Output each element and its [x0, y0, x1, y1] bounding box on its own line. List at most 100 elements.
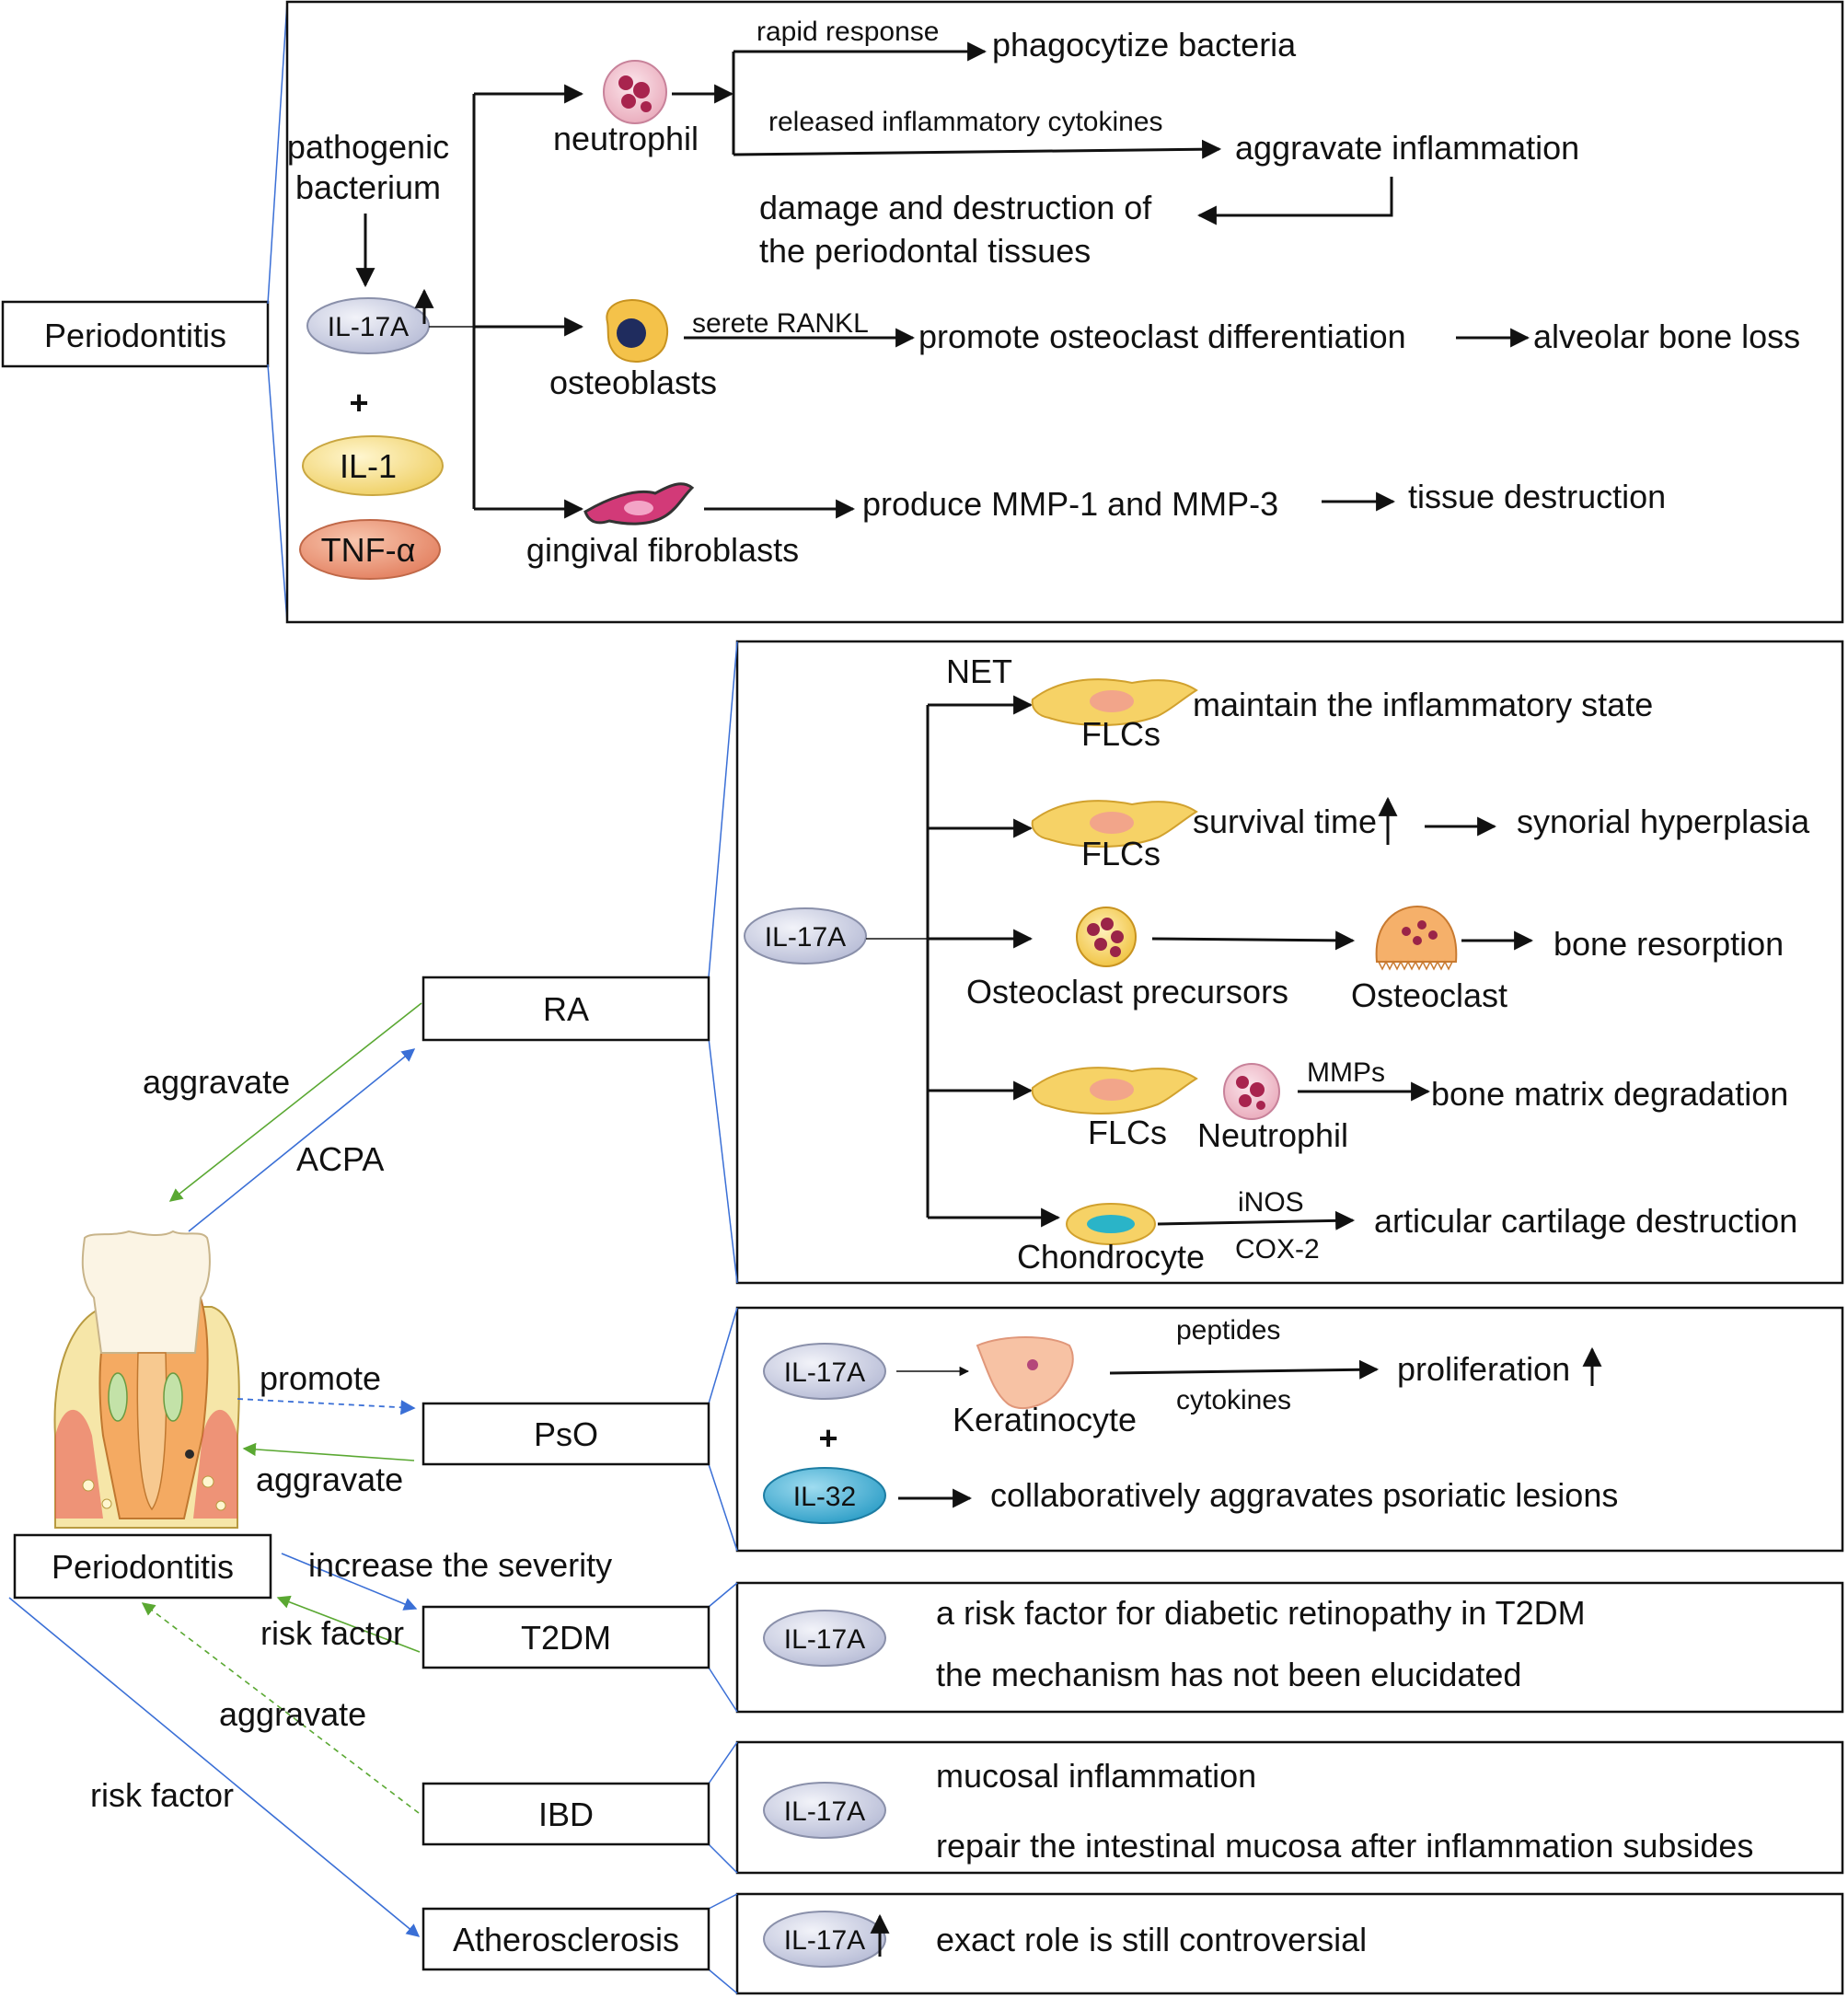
il1-oval [302, 435, 444, 496]
risk-factor-ath-label: risk factor [90, 1776, 234, 1814]
alveolar-bone-loss: alveolar bone loss [1533, 318, 1800, 355]
tissue-destruction: tissue destruction [1408, 478, 1666, 515]
ath-panel [735, 1892, 1844, 1995]
arrow-ibd-aggravate [141, 1602, 420, 1814]
pathogen-line1: pathogenic [287, 128, 449, 166]
ath-label-box [422, 1907, 710, 1971]
ra-label: RA [543, 990, 589, 1028]
aggravate-ibd-label: aggravate [219, 1695, 366, 1733]
flcs-label-1: FLCs [1081, 715, 1161, 753]
bone-resorption: bone resorption [1553, 925, 1784, 963]
aggravate-inflammation: aggravate inflammation [1235, 129, 1579, 167]
flc-icon-2 [1031, 800, 1198, 848]
increase-severity-label: increase the severity [308, 1546, 612, 1584]
cytokines-label: cytokines [1176, 1385, 1291, 1415]
il1-label: IL-1 [340, 447, 397, 485]
il32-label: IL-32 [793, 1482, 856, 1512]
il17a-label-ra: IL-17A [765, 922, 846, 953]
ra-connector-a [708, 641, 738, 978]
osteoclast-precursors-label: Osteoclast precursors [966, 973, 1288, 1011]
tnf-oval [299, 519, 441, 580]
plus-pso: + [818, 1419, 837, 1457]
t2dm-line2: the mechanism has not been elucidated [936, 1656, 1521, 1693]
pso-connector-b [708, 1463, 738, 1552]
pso-label: PsO [534, 1415, 598, 1453]
arrow-ra-aggravate [168, 1002, 422, 1202]
arrow-to-cartilage [1157, 1210, 1356, 1230]
il17a-oval-t2dm [763, 1610, 886, 1667]
t2dm-label-box [422, 1605, 710, 1669]
arrow-t2dm-risk [276, 1595, 421, 1653]
arrow-promote [237, 1398, 416, 1415]
released-cytokines: released inflammatory cytokines [768, 107, 1163, 137]
promote-label: promote [260, 1359, 381, 1397]
gingival-fibroblasts-label: gingival fibroblasts [526, 531, 799, 569]
osteoclast-icon [1375, 905, 1458, 971]
damage-line1: damage and destruction of [759, 189, 1152, 226]
fibroblast-icon [583, 482, 695, 525]
t2dm-label: T2DM [521, 1619, 611, 1657]
chondrocyte-label: Chondrocyte [1017, 1238, 1205, 1276]
cox2-label: COX-2 [1235, 1234, 1320, 1265]
ibd-label-box [422, 1782, 710, 1846]
risk-factor-t2dm-label: risk factor [260, 1614, 404, 1652]
arrow-acpa [188, 1048, 416, 1232]
osteoblasts-label: osteoblasts [549, 364, 717, 401]
t2dm-line1: a risk factor for diabetic retinopathy i… [936, 1594, 1586, 1632]
aggravate-pso-label: aggravate [256, 1461, 403, 1498]
periodontitis-label-box [1, 300, 270, 368]
keratinocyte-label: Keratinocyte [953, 1401, 1137, 1438]
osteoclast-label: Osteoclast [1351, 976, 1507, 1014]
arrow-to-proliferation [1109, 1359, 1380, 1380]
net-label: NET [946, 653, 1012, 690]
promote-osteoclast: promote osteoclast differentiation [918, 318, 1406, 355]
ra-panel [735, 640, 1844, 1285]
plus-top: + [349, 384, 368, 422]
psoriatic-lesions: collaboratively aggravates psoriatic les… [990, 1476, 1618, 1514]
pso-panel [735, 1306, 1844, 1553]
acpa-label: ACPA [296, 1140, 384, 1178]
il17a-label-pso: IL-17A [784, 1357, 865, 1388]
flc-icon-3 [1031, 1067, 1198, 1114]
flcs-label-2: FLCs [1081, 835, 1161, 872]
periodontitis-hub-label: Periodontitis [52, 1548, 234, 1586]
serete-rankl: serete RANKL [692, 308, 869, 339]
aggravate-ra-label: aggravate [143, 1063, 290, 1101]
ath-connector-a [708, 1893, 738, 1910]
il17a-oval-ath [763, 1911, 886, 1968]
osteoblast-icon [606, 299, 668, 364]
bone-matrix-degradation: bone matrix degradation [1431, 1075, 1788, 1113]
survival-time: survival time [1193, 803, 1377, 840]
connector-top-a [267, 1, 288, 305]
ra-connector-b [708, 1037, 738, 1284]
ibd-connector-b [708, 1843, 738, 1874]
tnf-label: TNF-α [321, 531, 416, 569]
t2dm-connector-b [708, 1667, 738, 1713]
arrow-to-damage [1196, 177, 1393, 225]
peptides-label: peptides [1176, 1315, 1280, 1345]
il17a-oval-ibd [763, 1782, 886, 1839]
arrow-increase-severity [281, 1553, 418, 1611]
ibd-line1: mucosal inflammation [936, 1757, 1256, 1795]
inos-label: iNOS [1238, 1187, 1304, 1218]
periodontitis-panel [285, 0, 1844, 624]
pso-label-box [422, 1402, 710, 1466]
phagocytize-bacteria: phagocytize bacteria [992, 26, 1297, 64]
il17a-label-ath: IL-17A [784, 1925, 865, 1956]
proliferation-label: proliferation [1397, 1350, 1570, 1388]
pathogen-line2: bacterium [295, 168, 441, 206]
osteoclast-precursor-icon [1076, 907, 1137, 967]
connector-top-b [267, 364, 288, 623]
rapid-response: rapid response [757, 17, 939, 47]
ibd-panel [735, 1740, 1844, 1875]
il17a-oval-pso [763, 1343, 886, 1400]
arrow-to-aggravate-inflammation [733, 139, 1222, 159]
il17a-oval-ra [744, 907, 867, 964]
ibd-connector-a [708, 1741, 738, 1784]
arrow-to-osteoclast [1151, 930, 1356, 951]
ibd-line2: repair the intestinal mucosa after infla… [936, 1827, 1753, 1865]
tooth-illustration [53, 1230, 240, 1529]
maintain-inflammatory: maintain the inflammatory state [1193, 686, 1653, 723]
il17a-oval-top [306, 297, 430, 354]
